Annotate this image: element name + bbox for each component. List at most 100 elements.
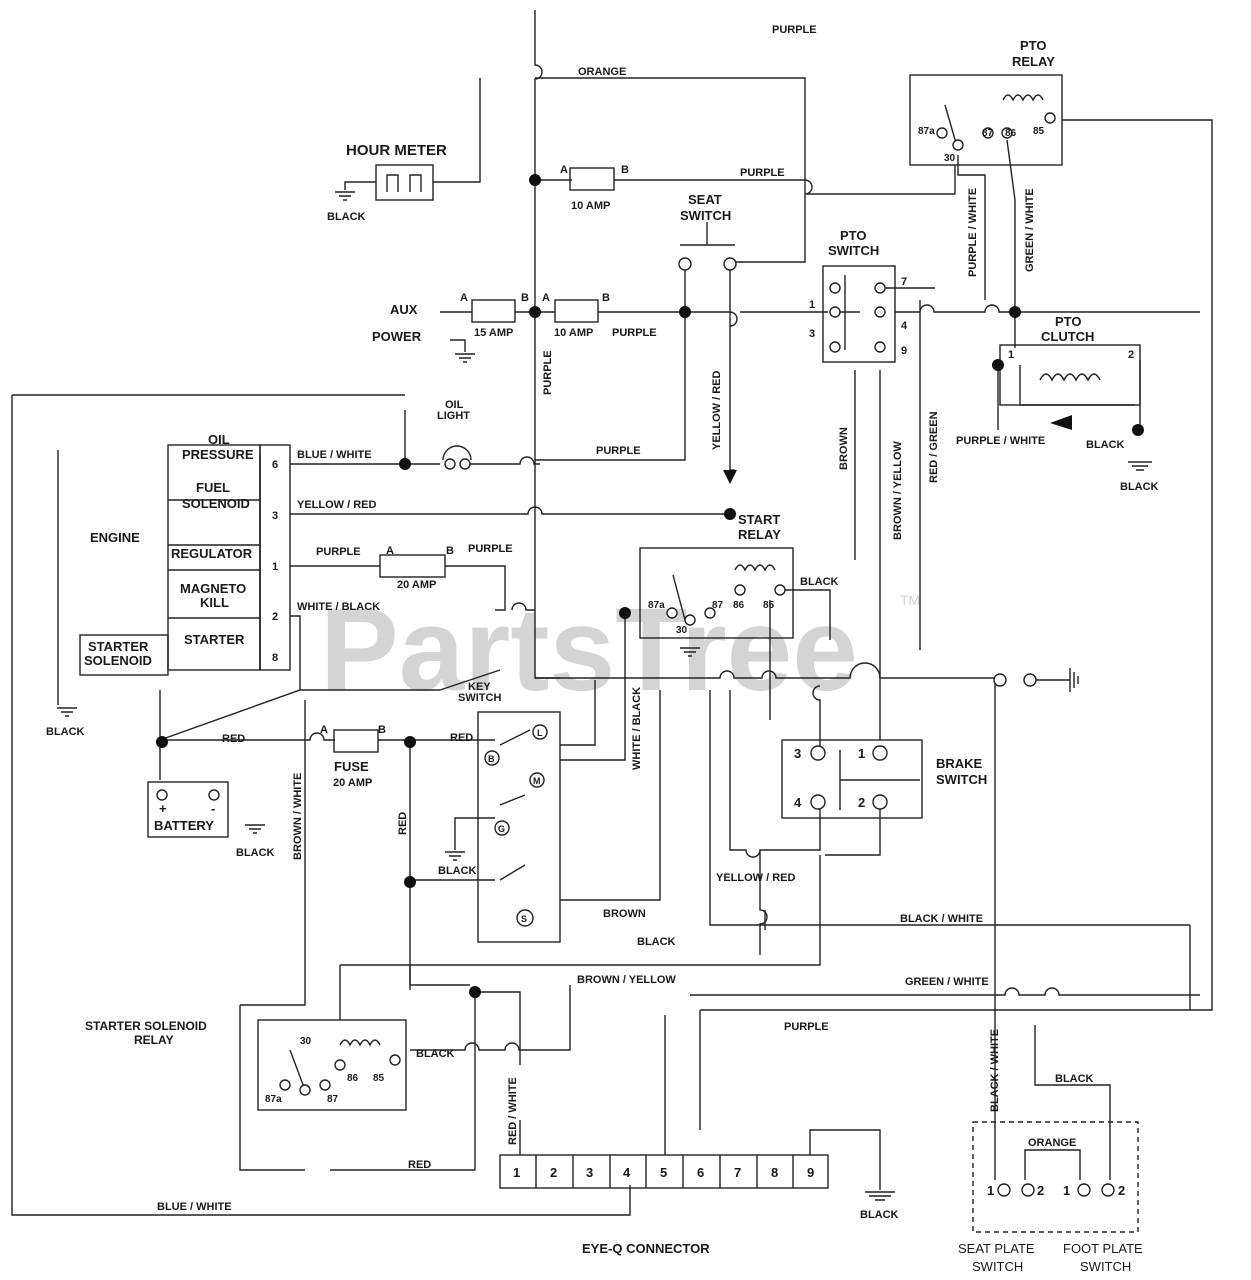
oil-light-label-2: LIGHT [437, 410, 470, 422]
engine-pin-block [259, 444, 291, 671]
oil-light-label-1: OIL [445, 399, 464, 411]
engine-label: ENGINE [90, 530, 140, 545]
svg-text:BLACK: BLACK [800, 576, 839, 588]
svg-text:PURPLE: PURPLE [316, 546, 361, 558]
svg-text:A: A [560, 164, 568, 176]
hour-meter-box [375, 164, 434, 201]
svg-text:BROWN: BROWN [603, 908, 646, 920]
svg-text:4: 4 [623, 1165, 631, 1180]
brake-switch-label-1: BRAKE [936, 756, 983, 771]
svg-text:B: B [378, 724, 386, 736]
starter-solenoid-label-1: STARTER [88, 639, 149, 654]
svg-text:1: 1 [1063, 1183, 1070, 1198]
svg-text:M: M [533, 776, 541, 786]
key-switch-label-1: KEY [468, 681, 491, 693]
svg-text:YELLOW / RED: YELLOW / RED [711, 371, 723, 451]
svg-text:BLACK: BLACK [637, 936, 676, 948]
svg-text:BLACK / WHITE: BLACK / WHITE [989, 1029, 1001, 1112]
pto-clutch-label-2: CLUTCH [1041, 329, 1094, 344]
svg-text:10 AMP: 10 AMP [554, 327, 593, 339]
svg-text:8: 8 [272, 652, 278, 664]
engine-dividers [168, 455, 261, 670]
svg-text:9: 9 [807, 1165, 814, 1180]
fuse-10a-top [569, 167, 615, 191]
svg-text:30: 30 [300, 1036, 312, 1047]
magneto-kill-label-1: MAGNETO [180, 581, 246, 596]
svg-text:2: 2 [858, 795, 865, 810]
svg-text:B: B [488, 754, 495, 764]
svg-text:85: 85 [1033, 126, 1045, 137]
svg-text:BROWN / WHITE: BROWN / WHITE [292, 773, 304, 860]
svg-text:BLACK: BLACK [1120, 481, 1159, 493]
svg-text:86: 86 [733, 600, 745, 611]
svg-text:30: 30 [676, 625, 688, 636]
svg-text:B: B [446, 545, 454, 557]
svg-text:WHITE / BLACK: WHITE / BLACK [631, 687, 643, 770]
plate-switch-box [972, 1121, 1139, 1233]
seat-plate-label-2: SWITCH [972, 1259, 1023, 1274]
seat-switch-label-2: SWITCH [680, 208, 731, 223]
regulator-label: REGULATOR [171, 546, 253, 561]
svg-text:5: 5 [660, 1165, 667, 1180]
svg-text:6: 6 [272, 459, 278, 471]
svg-text:RED / WHITE: RED / WHITE [507, 1077, 519, 1145]
power-label: POWER [372, 329, 422, 344]
foot-plate-label-1: FOOT PLATE [1063, 1241, 1143, 1256]
svg-text:87: 87 [712, 600, 724, 611]
svg-text:GREEN / WHITE: GREEN / WHITE [905, 976, 989, 988]
svg-text:WHITE / BLACK: WHITE / BLACK [297, 601, 380, 613]
aux-label: AUX [390, 302, 418, 317]
svg-text:86: 86 [347, 1073, 359, 1084]
component-labels: HOUR METER PTO RELAY SEAT SWITCH PTO SWI… [84, 38, 1143, 1274]
svg-text:6: 6 [697, 1165, 704, 1180]
brake-switch-box [781, 739, 923, 819]
svg-text:L: L [537, 728, 543, 738]
watermark: PartsTree [320, 584, 858, 716]
svg-text:BLACK: BLACK [1055, 1073, 1094, 1085]
ssr-label-2: RELAY [134, 1033, 174, 1047]
eye-q-label: EYE-Q CONNECTOR [582, 1241, 710, 1256]
svg-text:15 AMP: 15 AMP [474, 327, 513, 339]
svg-text:3: 3 [809, 328, 815, 340]
eye-q-dividers [535, 1155, 794, 1188]
svg-text:87: 87 [327, 1094, 339, 1105]
svg-text:87a: 87a [648, 600, 665, 611]
svg-text:RED: RED [397, 812, 409, 835]
svg-text:B: B [602, 292, 610, 304]
seat-plate-label-1: SEAT PLATE [958, 1241, 1035, 1256]
svg-text:PURPLE / WHITE: PURPLE / WHITE [956, 435, 1045, 447]
ssr-label-1: STARTER SOLENOID [85, 1019, 207, 1033]
svg-text:1: 1 [809, 299, 815, 311]
start-relay-label-1: START [738, 512, 780, 527]
svg-text:BLACK: BLACK [416, 1048, 455, 1060]
svg-text:PURPLE: PURPLE [784, 1021, 829, 1033]
pto-switch-box [822, 265, 896, 363]
ground-symbols [57, 191, 1152, 1201]
svg-text:1: 1 [858, 746, 865, 761]
start-relay-box [639, 547, 794, 639]
pto-relay-box [909, 74, 1063, 166]
svg-text:B: B [521, 292, 529, 304]
svg-text:BLACK: BLACK [236, 847, 275, 859]
brake-switch-label-2: SWITCH [936, 772, 987, 787]
watermark-tm: TM [900, 592, 920, 608]
svg-text:BLACK: BLACK [327, 211, 366, 223]
svg-text:RED / GREEN: RED / GREEN [928, 411, 940, 483]
terminals [156, 112, 1115, 1197]
junction-dots [156, 174, 1144, 998]
svg-text:BLACK / WHITE: BLACK / WHITE [900, 913, 983, 925]
svg-text:BLACK: BLACK [1086, 439, 1125, 451]
svg-text:BLACK: BLACK [860, 1209, 899, 1221]
key-switch-label-2: SWITCH [458, 692, 501, 704]
fuse-10a-mid [554, 299, 599, 323]
fuse-20a-main [333, 729, 379, 753]
svg-text:S: S [521, 914, 527, 924]
svg-text:2: 2 [1128, 349, 1134, 361]
svg-text:9: 9 [901, 345, 907, 357]
starter-label: STARTER [184, 632, 245, 647]
svg-text:PURPLE: PURPLE [740, 167, 785, 179]
svg-text:BROWN: BROWN [838, 427, 850, 470]
seat-switch-label-1: SEAT [688, 192, 722, 207]
wire-labels: PURPLE ORANGE PURPLE BLACK PURPLE PURPLE… [46, 24, 1159, 1221]
pin-labels: 6 3 1 2 8 1 3 7 4 9 87a 87 86 85 30 87a … [159, 126, 1134, 1198]
